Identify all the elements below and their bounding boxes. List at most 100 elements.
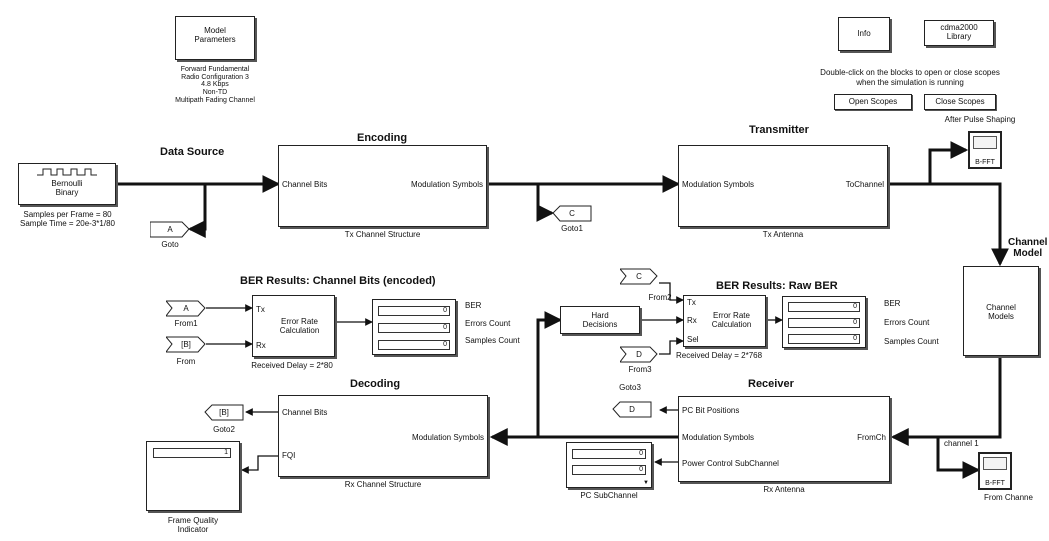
display1-label-errors: Errors Count xyxy=(465,319,511,328)
goto1-block[interactable]: C xyxy=(552,205,592,222)
ber-display-1[interactable]: 0 0 0 xyxy=(372,299,456,355)
rx-channel-fqi-port: FQI xyxy=(282,451,296,460)
ber-bits-title: BER Results: Channel Bits (encoded) xyxy=(240,275,436,287)
wire-channel-receiver xyxy=(890,356,1002,446)
after-pulse-scope[interactable]: B-FFT xyxy=(968,131,1002,169)
tx-antenna-in-port: Modulation Symbols xyxy=(682,180,755,189)
bernoulli-label: Bernoulli Binary xyxy=(51,179,83,197)
goto-a-caption: Goto xyxy=(161,240,179,249)
info-block[interactable]: Info xyxy=(838,17,890,51)
from3-tag: D xyxy=(636,350,642,359)
transmitter-title: Transmitter xyxy=(749,124,809,136)
wire-from3-sel xyxy=(659,337,684,355)
from2-caption: From2 xyxy=(648,293,672,302)
channel-models-label: Channel Models xyxy=(986,303,1016,321)
display2-label-samples: Samples Count xyxy=(884,337,939,346)
from-channel-caption: From Channe xyxy=(984,493,1033,502)
display-value: 0 xyxy=(378,340,450,350)
wire-from2-tx xyxy=(659,282,684,304)
from2-tag: C xyxy=(636,272,642,281)
display-value: 0 xyxy=(378,323,450,333)
wire-source-goto xyxy=(187,184,207,238)
tx-channel-caption: Tx Channel Structure xyxy=(344,230,421,239)
from-tag: [B] xyxy=(181,340,191,349)
display-value: 0 xyxy=(572,465,646,475)
display2-label-ber: BER xyxy=(884,299,901,308)
display1-label-ber: BER xyxy=(465,301,482,310)
err2-tx-port: Tx xyxy=(687,298,696,307)
cdma2000-library-block[interactable]: cdma2000 Library xyxy=(924,20,994,46)
channel1-wire-label: channel 1 xyxy=(944,439,979,448)
receiver-title: Receiver xyxy=(748,378,794,390)
desc-line: Forward Fundamental xyxy=(180,66,250,73)
display-value: 0 xyxy=(788,334,860,344)
err2-label: Error Rate Calculation xyxy=(711,311,752,329)
from1-tag: A xyxy=(183,304,189,313)
goto3-caption: Goto3 xyxy=(619,383,641,392)
goto1-tag: C xyxy=(569,209,575,218)
desc-line: Radio Configuration 3 xyxy=(181,73,249,81)
pc-subchannel-display[interactable]: 0 0 ▼ xyxy=(566,442,652,488)
tx-channel-structure-block[interactable]: Channel Bits Modulation Symbols xyxy=(278,145,487,227)
encoding-title: Encoding xyxy=(357,132,408,144)
desc-line: 4.8 Kbps xyxy=(201,81,229,89)
bernoulli-caption: Samples per Frame = 80 Sample Time = 20e… xyxy=(20,210,115,228)
from1-caption: From1 xyxy=(174,319,198,328)
model-parameters-label: Model Parameters xyxy=(194,26,236,44)
wire-tx-channel xyxy=(888,182,1009,267)
rx-channel-out-port: Modulation Symbols xyxy=(411,433,484,442)
wire-encoding-goto1 xyxy=(536,184,555,222)
model-parameters-block[interactable]: Model Parameters xyxy=(175,16,255,60)
rx-channel-bits-port: Channel Bits xyxy=(282,408,328,417)
frame-quality-indicator-block[interactable]: 1 xyxy=(146,441,240,511)
from-caption: From xyxy=(176,357,196,366)
bernoulli-binary-block[interactable]: Bernoulli Binary xyxy=(18,163,116,205)
goto3-block[interactable]: D xyxy=(612,401,652,418)
goto1-caption: Goto1 xyxy=(561,224,583,233)
display-value: 0 xyxy=(788,318,860,328)
err1-rx-port: Rx xyxy=(256,341,266,350)
rx-antenna-block[interactable]: PC Bit Positions Modulation Symbols Powe… xyxy=(678,396,890,482)
from1-block[interactable]: A xyxy=(166,300,206,317)
rx-channel-structure-block[interactable]: Channel Bits FQI Modulation Symbols xyxy=(278,395,488,477)
hard-decisions-block[interactable]: Hard Decisions xyxy=(560,306,640,334)
desc-line: Non-TD xyxy=(202,89,228,97)
goto-a-block[interactable]: A xyxy=(150,221,190,238)
goto2-block[interactable]: [B] xyxy=(204,404,244,421)
open-scopes-button[interactable]: Open Scopes xyxy=(834,94,912,110)
ber-display-2[interactable]: 0 0 0 xyxy=(782,296,866,348)
goto-a-tag: A xyxy=(167,225,173,234)
info-label: Info xyxy=(857,29,871,38)
scope-hint-line: when the simulation is running xyxy=(856,78,964,87)
tx-antenna-block[interactable]: Modulation Symbols ToChannel xyxy=(678,145,888,227)
from2-block[interactable]: C xyxy=(620,268,658,285)
desc-line: Multipath Fading Channel xyxy=(175,96,255,104)
wire-channel-scope xyxy=(936,437,981,479)
wire-mod-hard xyxy=(536,311,563,437)
error-rate-calc-2-block[interactable]: Tx Rx Sel Error Rate Calculation xyxy=(683,295,766,347)
display-value: 0 xyxy=(572,449,646,459)
error-rate-calc-1-block[interactable]: Tx Rx Error Rate Calculation xyxy=(252,295,335,357)
from-block[interactable]: [B] xyxy=(166,336,206,353)
close-scopes-button[interactable]: Close Scopes xyxy=(924,94,996,110)
display-value: 0 xyxy=(378,306,450,316)
model-parameters-description: Forward Fundamental Radio Configuration … xyxy=(155,66,275,104)
rx-antenna-pcsub-port: Power Control SubChannel xyxy=(682,459,779,468)
err2-sel-port: Sel xyxy=(687,335,699,344)
channel-models-block[interactable]: Channel Models xyxy=(963,266,1039,356)
rx-antenna-mod-port: Modulation Symbols xyxy=(682,433,755,442)
goto3-tag: D xyxy=(629,405,635,414)
rx-antenna-caption: Rx Antenna xyxy=(763,485,805,494)
library-label: cdma2000 Library xyxy=(940,23,978,41)
err2-caption: Received Delay = 2*768 xyxy=(676,351,763,360)
display-value: 0 xyxy=(788,302,860,312)
spectrum-icon xyxy=(973,136,997,149)
scroll-down-icon[interactable]: ▼ xyxy=(643,480,649,486)
from3-block[interactable]: D xyxy=(620,346,658,363)
goto2-tag: [B] xyxy=(219,408,229,417)
goto2-caption: Goto2 xyxy=(213,425,235,434)
err2-rx-port: Rx xyxy=(687,316,697,325)
from-channel-scope[interactable]: B-FFT xyxy=(978,452,1012,490)
from3-caption: From3 xyxy=(628,365,652,374)
